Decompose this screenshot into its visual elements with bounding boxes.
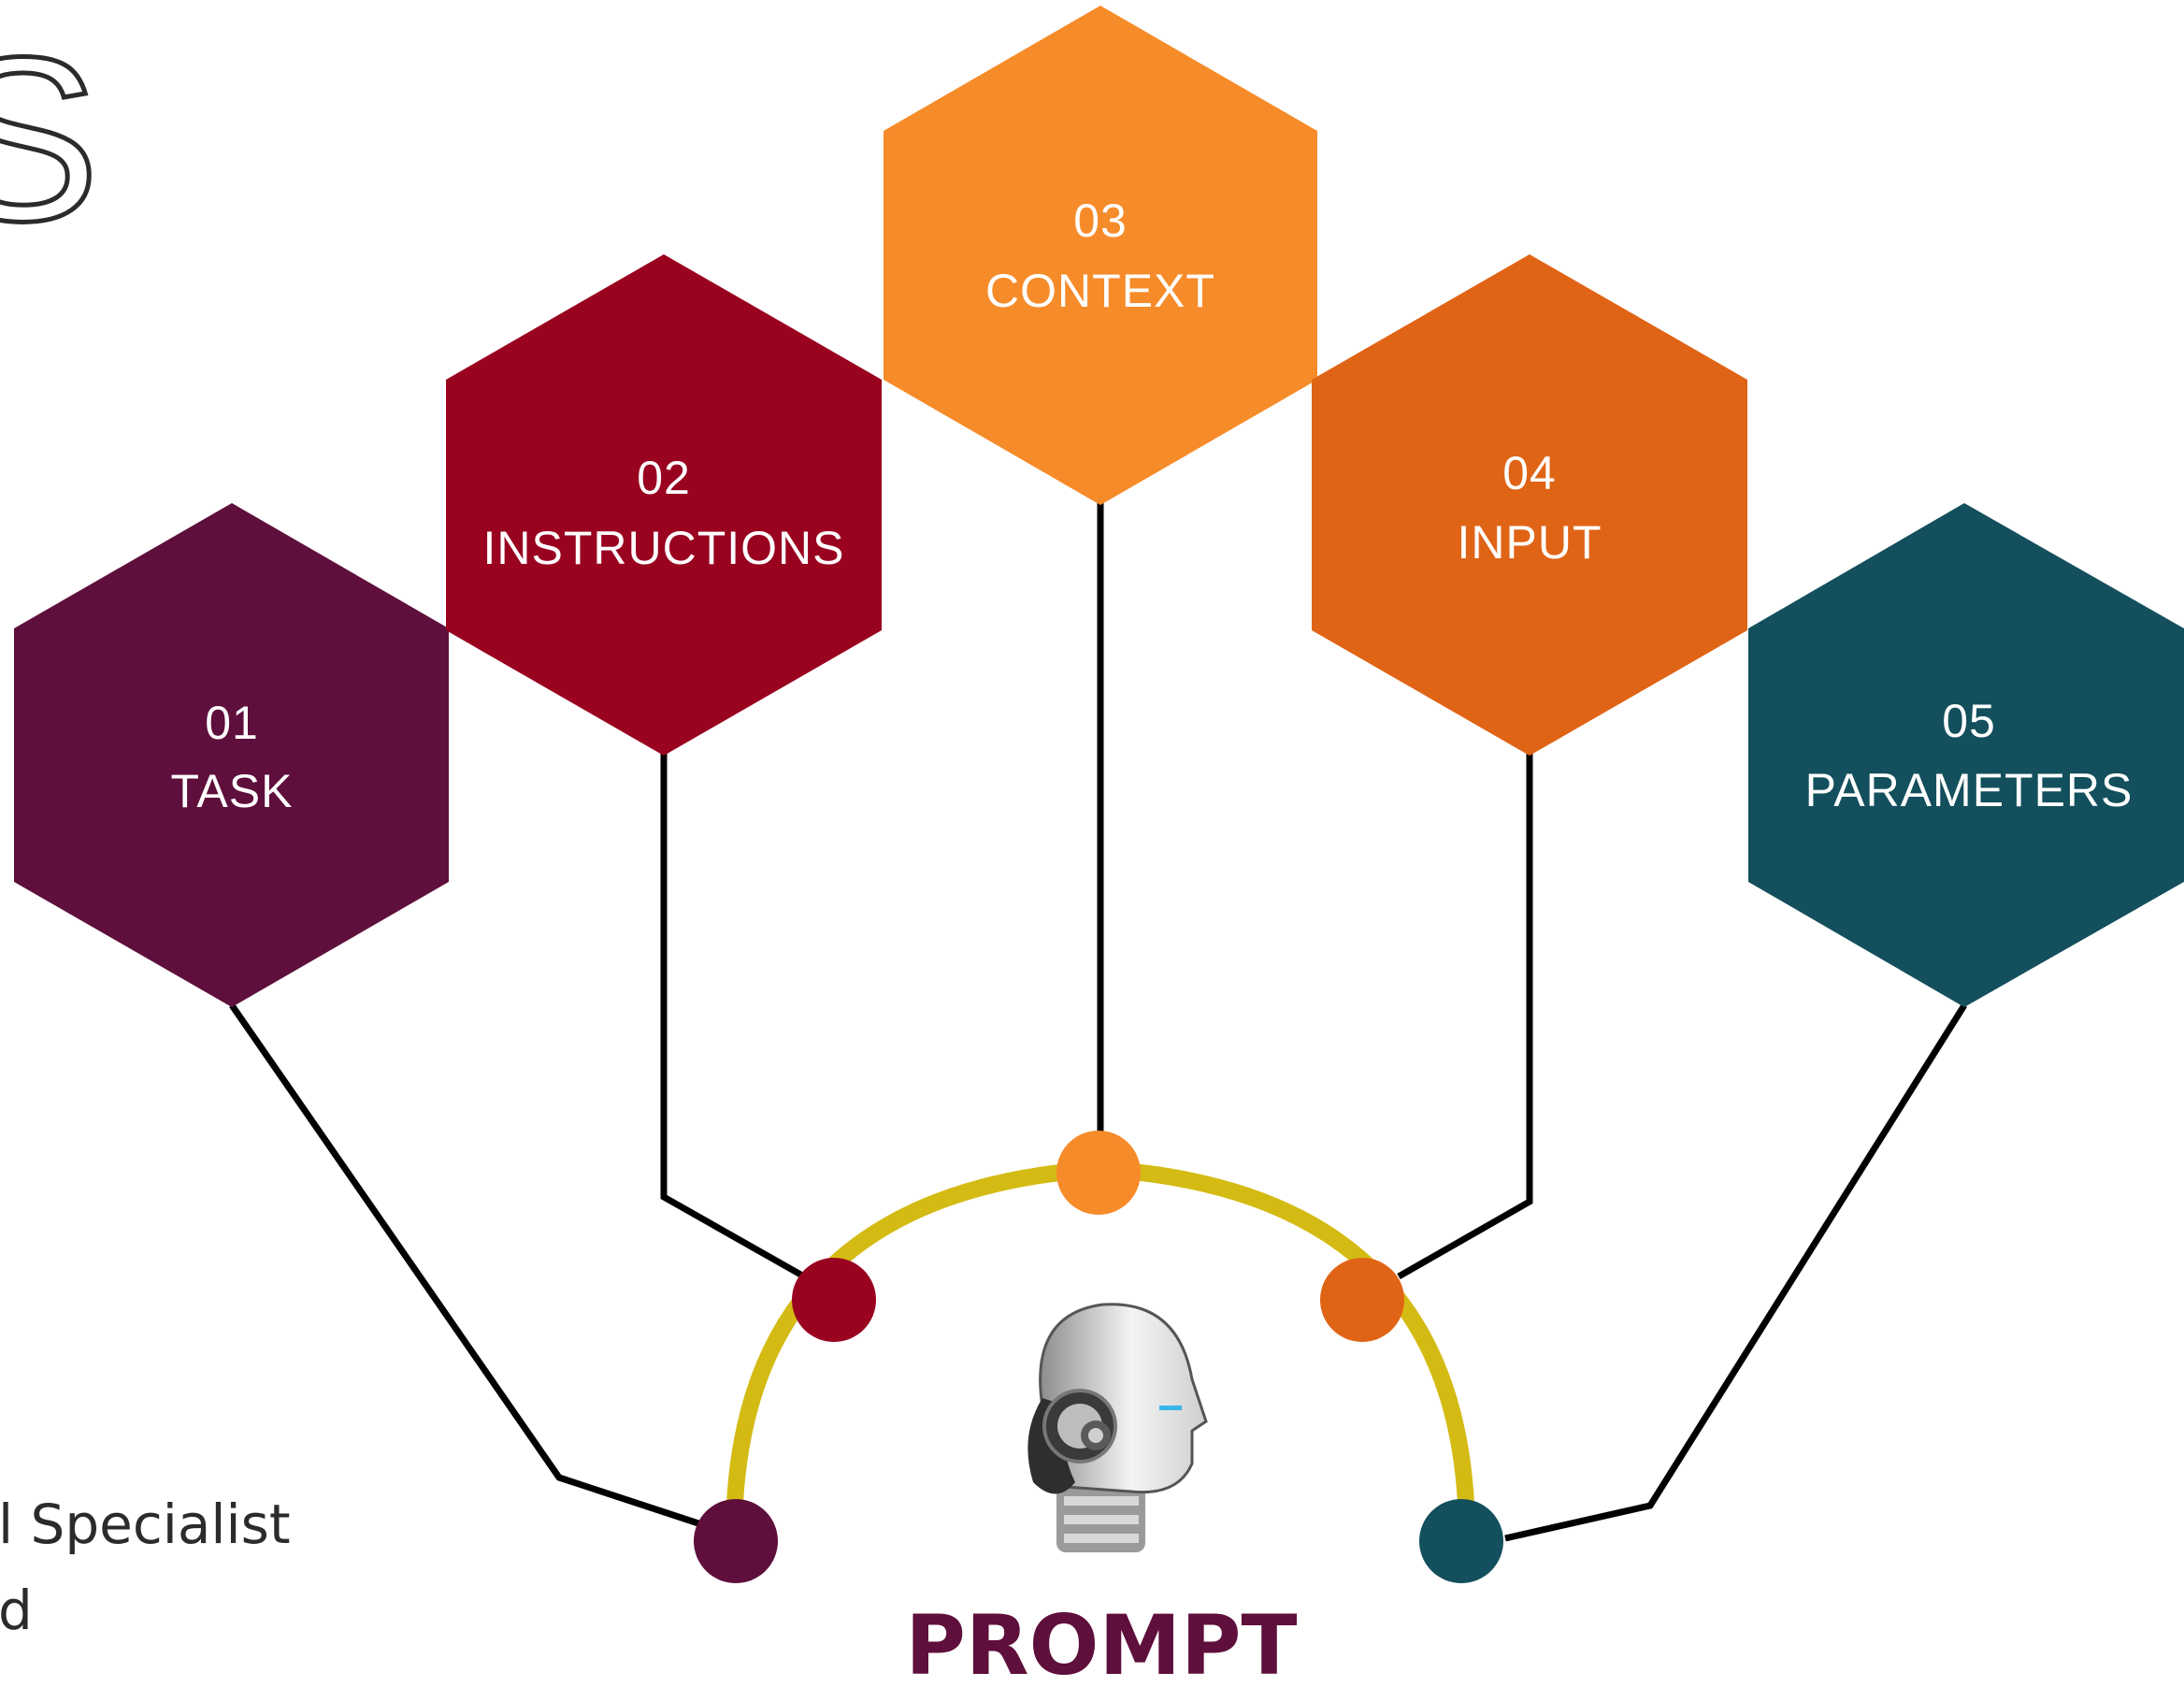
hexagon-task-label: TASK: [171, 765, 294, 817]
node-instructions: [792, 1258, 876, 1342]
hexagon-instructions-number: 02: [637, 452, 691, 504]
node-parameters: [1419, 1499, 1503, 1583]
clipped-text-line-1: l Specialist: [0, 1492, 291, 1556]
prompt-label: PROMPT: [905, 1597, 1297, 1682]
connector-task: [229, 1003, 703, 1528]
robot-head-icon: [1027, 1303, 1208, 1552]
hexagon-input-number: 04: [1502, 447, 1557, 499]
node-task: [694, 1499, 778, 1583]
node-context: [1056, 1131, 1141, 1215]
hexagon-parameters-label: PARAMETERS: [1805, 764, 2134, 816]
hexagon-input-label: INPUT: [1458, 516, 1602, 569]
connector-parameters: [1504, 1003, 1967, 1542]
hexagon-instructions: 02 INSTRUCTIONS: [446, 254, 882, 756]
hexagon-task: 01 TASK: [14, 503, 449, 1007]
hexagon-instructions-label: INSTRUCTIONS: [483, 522, 845, 574]
hexagon-context: 03 CONTEXT: [884, 6, 1317, 505]
hexagon-context-label: CONTEXT: [985, 265, 1215, 317]
hexagon-task-number: 01: [205, 697, 259, 749]
clipped-heading-glyph: S: [0, 8, 100, 269]
node-input: [1320, 1258, 1404, 1342]
hexagon-parameters: 05 PARAMETERS: [1748, 503, 2184, 1007]
connector-input: [1397, 753, 1533, 1280]
hexagon-input: 04 INPUT: [1312, 254, 1747, 756]
hexagon-parameters-number: 05: [1942, 695, 1996, 747]
connector-instructions: [660, 753, 806, 1280]
clipped-text-line-2: d: [0, 1579, 33, 1642]
hexagon-context-number: 03: [1073, 195, 1128, 247]
